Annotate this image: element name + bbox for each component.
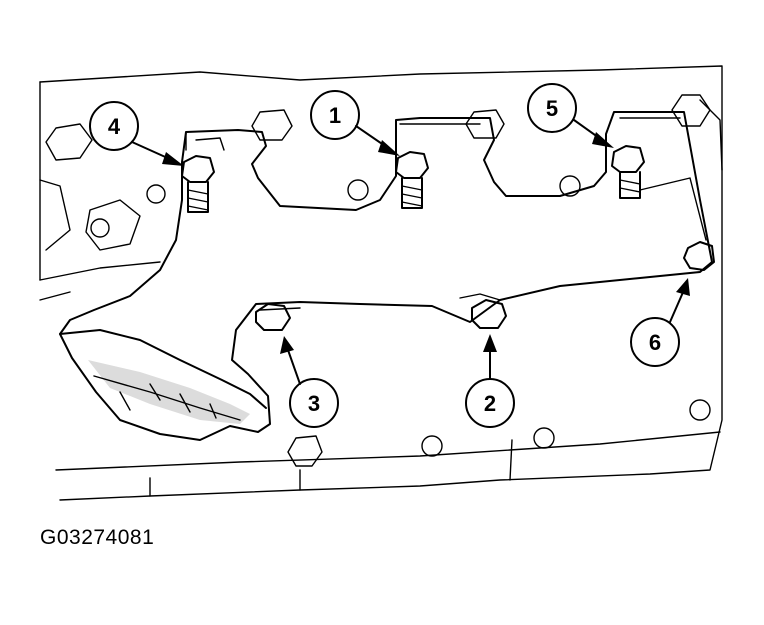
exhaust-manifold <box>59 111 713 441</box>
callout-5-label: 5 <box>546 96 558 121</box>
callout-4-label: 4 <box>108 114 121 139</box>
callout-5: 5 <box>527 83 614 148</box>
callout-6-label: 6 <box>649 330 661 355</box>
callout-4: 4 <box>89 101 184 166</box>
bolt-6 <box>683 241 715 271</box>
bolt-3 <box>255 303 291 331</box>
callout-1: 1 <box>310 90 400 156</box>
bolt-5 <box>611 145 645 199</box>
bolt-1 <box>395 151 429 209</box>
callout-2-label: 2 <box>484 391 496 416</box>
bolt-4 <box>181 155 215 213</box>
engine-block-outline <box>39 65 723 501</box>
figure-id-caption: G03274081 <box>40 526 155 549</box>
callout-2: 2 <box>465 334 515 428</box>
callout-3: 3 <box>280 336 339 428</box>
callout-3-label: 3 <box>308 391 320 416</box>
callout-6: 6 <box>630 278 690 367</box>
bolt-2 <box>471 299 507 329</box>
callout-1-label: 1 <box>329 103 341 128</box>
